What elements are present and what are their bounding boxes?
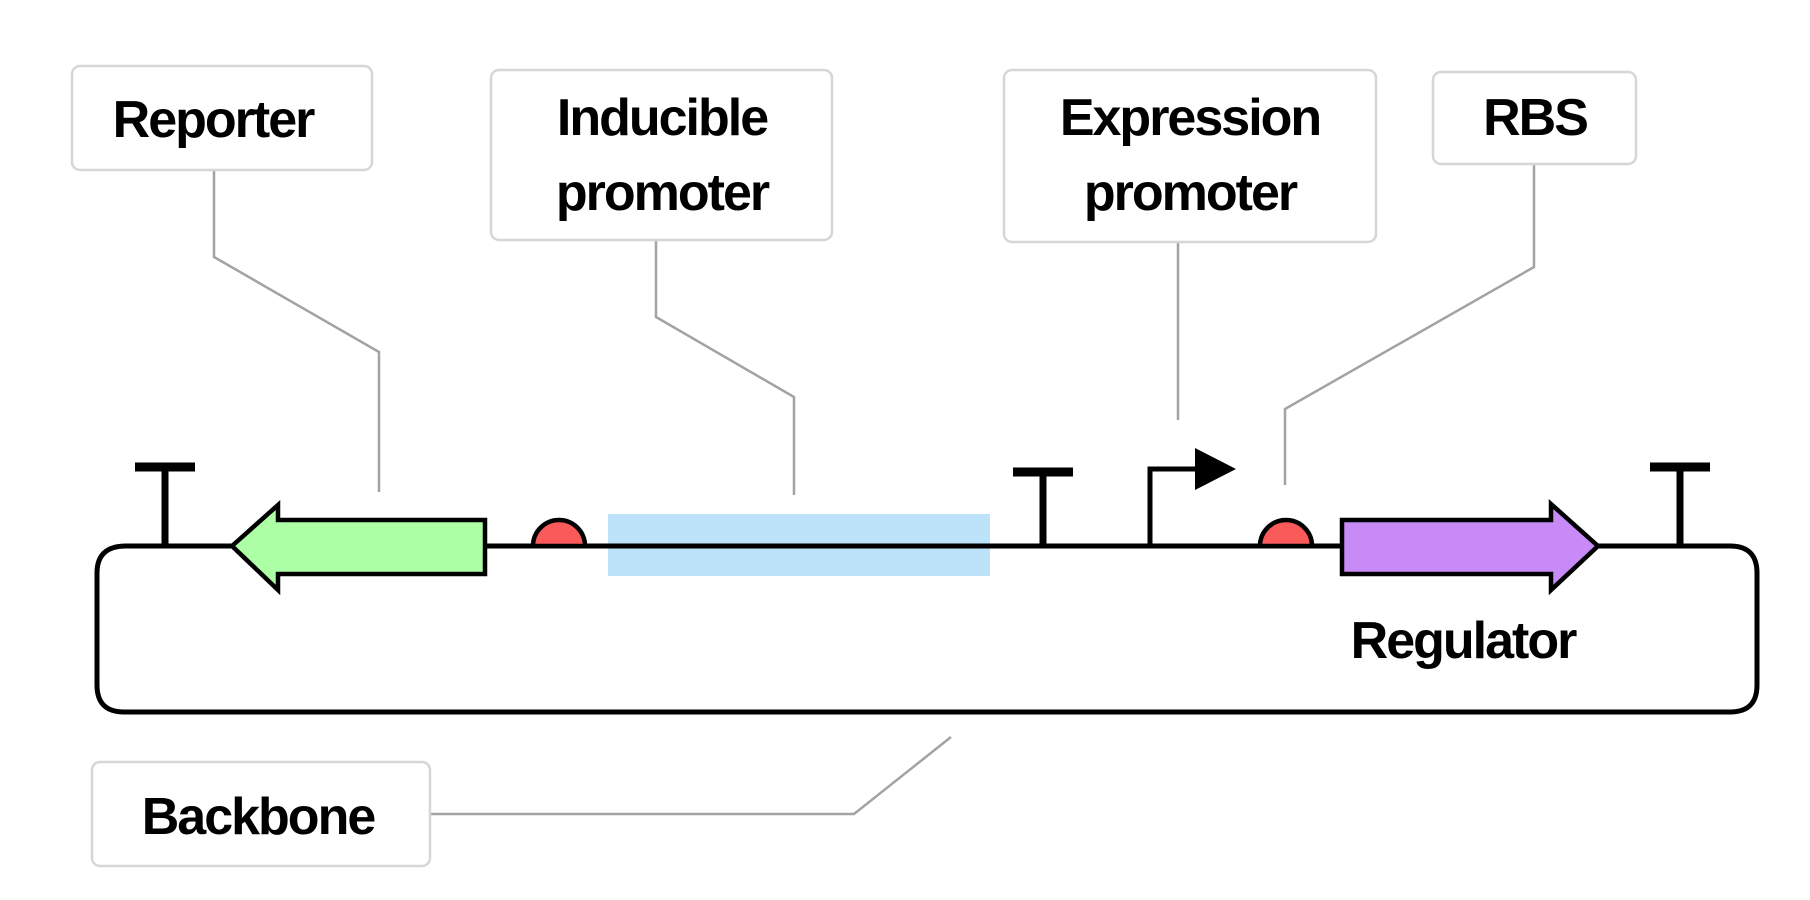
rbs-label: RBS: [1483, 89, 1587, 147]
inducible-promoter-label-line2: promoter: [556, 164, 770, 222]
regulator-cds-arrow-icon: [1339, 498, 1602, 596]
terminator-icon: [1013, 467, 1073, 546]
promoter-arrow-icon: [1147, 448, 1236, 546]
leader-backbone: [430, 736, 952, 816]
backbone-loop: [94, 543, 1760, 715]
callout-reporter: [70, 64, 374, 172]
expression-promoter-label-line2: promoter: [1084, 164, 1298, 222]
reporter-label: Reporter: [113, 91, 315, 149]
rbs-icon: [1257, 517, 1315, 549]
terminator-icon: [1650, 462, 1710, 546]
leader-reporter: [212, 170, 381, 492]
backbone-label: Backbone: [142, 788, 376, 846]
regulator-label: Regulator: [1351, 612, 1577, 670]
inducible-promoter-label-line1: Inducible: [557, 89, 768, 147]
callout-rbs: [1431, 70, 1638, 166]
leader-inducible-promoter: [654, 240, 796, 495]
reporter-cds-arrow-icon: [228, 499, 488, 596]
callout-backbone: [90, 760, 432, 868]
expression-promoter-label-line1: Expression: [1060, 89, 1320, 147]
rbs-icon: [530, 517, 588, 549]
callout-inducible-promoter: [489, 68, 834, 242]
callout-expression-promoter: [1002, 68, 1378, 244]
terminator-icon: [135, 462, 195, 546]
leader-rbs: [1283, 164, 1536, 485]
